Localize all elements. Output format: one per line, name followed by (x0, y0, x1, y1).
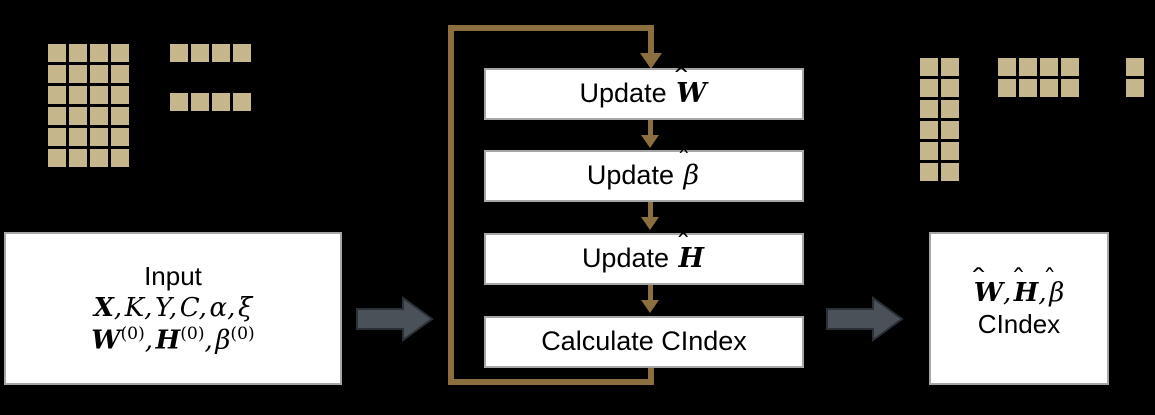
matrix-cell (90, 86, 108, 104)
matrix-cell (191, 93, 209, 111)
output-matrix-w-hat (920, 58, 959, 181)
matrix-cell (69, 107, 87, 125)
step-label: Update ̂W (579, 78, 707, 110)
loop-top-segment (448, 25, 654, 31)
matrix-cell (111, 86, 129, 104)
connector-arrow-w-beta (641, 135, 659, 148)
loop-entry-arrowhead (640, 53, 662, 69)
input-box-params: X, K, Y, C, α, ξ (93, 292, 253, 323)
arrow-input-to-loop (356, 295, 434, 343)
loop-right-stub (648, 366, 654, 385)
matrix-cell (941, 163, 959, 181)
matrix-cell (111, 44, 129, 62)
matrix-cell (1126, 58, 1144, 76)
step-label: Update ̂H (581, 243, 705, 275)
matrix-cell (998, 79, 1016, 97)
input-box[interactable]: Input X, K, Y, C, α, ξ W(0), H(0), β(0) (4, 232, 342, 385)
connector-arrow-beta-h (641, 217, 659, 230)
matrix-cell (212, 44, 230, 62)
matrix-cell (90, 149, 108, 167)
matrix-cell (191, 44, 209, 62)
input-box-initials: W(0), H(0), β(0) (91, 323, 255, 356)
matrix-cell (69, 128, 87, 146)
loop-entry-descent (648, 25, 654, 55)
matrix-cell (48, 128, 66, 146)
connector-line-beta-h (648, 202, 653, 220)
matrix-cell (90, 107, 108, 125)
step-label: Calculate CIndex (541, 326, 747, 357)
matrix-cell (941, 142, 959, 160)
matrix-cell (920, 163, 938, 181)
input-row-c (170, 93, 251, 111)
step-box-update-w[interactable]: Update ̂W (484, 68, 804, 120)
matrix-cell (920, 142, 938, 160)
step-box-update-h[interactable]: Update ̂H (484, 233, 804, 285)
matrix-cell (69, 149, 87, 167)
matrix-cell (1061, 58, 1079, 76)
matrix-cell (233, 44, 251, 62)
matrix-cell (1126, 79, 1144, 97)
matrix-cell (1040, 58, 1058, 76)
matrix-cell (48, 149, 66, 167)
loop-bottom-segment (448, 379, 654, 385)
matrix-cell (111, 128, 129, 146)
connector-arrow-h-cindex (641, 300, 659, 313)
matrix-cell (920, 79, 938, 97)
step-label: Update ̂β (586, 160, 700, 192)
matrix-cell (1061, 79, 1079, 97)
connector-line-h-cindex (648, 285, 653, 303)
matrix-cell (170, 44, 188, 62)
matrix-cell (111, 149, 129, 167)
matrix-cell (48, 86, 66, 104)
output-box-symbols: ̂W, ̂H, ̂β (973, 278, 1065, 309)
output-box[interactable]: ̂W, ̂H, ̂β CIndex (929, 232, 1109, 385)
matrix-cell (170, 93, 188, 111)
matrix-cell (90, 65, 108, 83)
matrix-cell (920, 121, 938, 139)
input-row-y (170, 44, 251, 62)
matrix-cell (920, 58, 938, 76)
matrix-cell (1040, 79, 1058, 97)
matrix-cell (920, 100, 938, 118)
matrix-cell (69, 86, 87, 104)
arrow-right-icon (826, 296, 904, 342)
matrix-cell (941, 79, 959, 97)
matrix-cell (941, 58, 959, 76)
matrix-cell (941, 100, 959, 118)
output-matrix-h-hat (998, 58, 1079, 97)
loop-left-riser (448, 25, 454, 385)
input-matrix-x (48, 44, 129, 167)
output-box-cindex: CIndex (977, 309, 1061, 339)
matrix-cell (941, 121, 959, 139)
matrix-cell (90, 128, 108, 146)
matrix-cell (233, 93, 251, 111)
matrix-cell (212, 93, 230, 111)
step-box-calculate-cindex[interactable]: Calculate CIndex (484, 316, 804, 368)
matrix-cell (48, 107, 66, 125)
matrix-cell (69, 44, 87, 62)
connector-line-w-beta (648, 120, 653, 138)
input-box-title: Input (144, 261, 202, 292)
matrix-cell (1019, 79, 1037, 97)
arrow-loop-to-output (826, 295, 904, 343)
step-box-update-beta[interactable]: Update ̂β (484, 150, 804, 202)
matrix-cell (69, 65, 87, 83)
arrow-right-icon (356, 296, 434, 342)
matrix-cell (90, 44, 108, 62)
matrix-cell (48, 44, 66, 62)
matrix-cell (111, 107, 129, 125)
matrix-cell (998, 58, 1016, 76)
matrix-cell (1019, 58, 1037, 76)
output-matrix-beta-hat (1126, 58, 1144, 97)
matrix-cell (48, 65, 66, 83)
matrix-cell (111, 65, 129, 83)
